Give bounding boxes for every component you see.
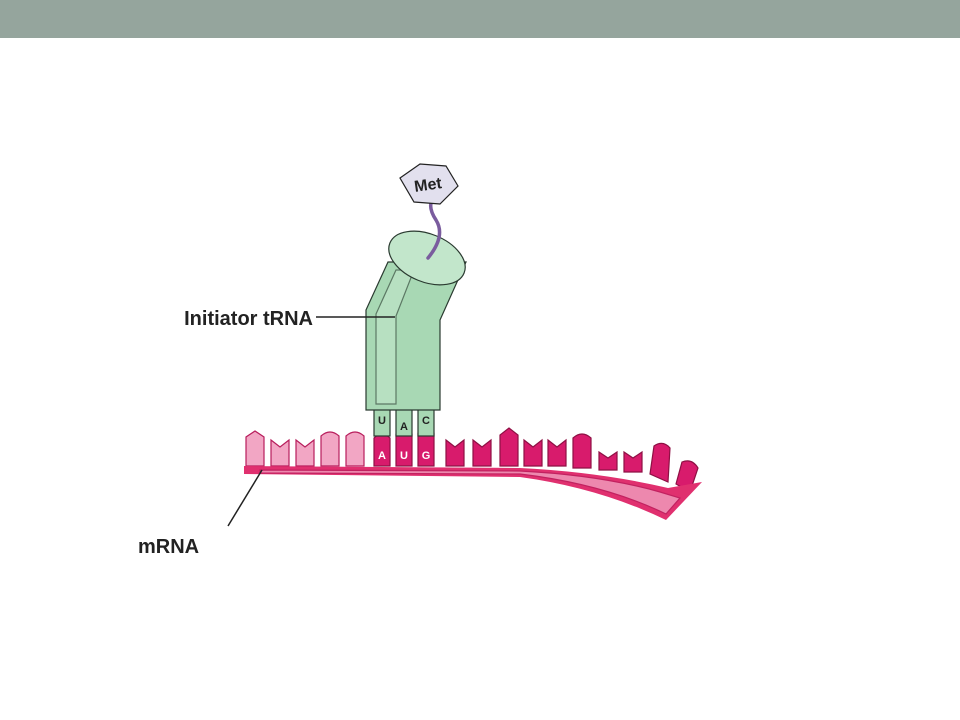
mrna-base <box>472 438 492 467</box>
mrna-base <box>499 427 519 467</box>
met-label: Met <box>413 175 443 196</box>
mrna-downstream-bases <box>445 427 699 493</box>
trna-label: Initiator tRNA <box>184 308 313 330</box>
amino-acid-linker <box>426 198 442 260</box>
mrna-base <box>245 430 265 467</box>
mrna-label: mRNA <box>138 536 199 558</box>
mrna-base <box>345 431 365 467</box>
mrna-base <box>295 438 315 467</box>
mrna-upstream-bases <box>245 430 365 467</box>
anticodon-letter: C <box>422 415 430 427</box>
mrna-base <box>270 438 290 467</box>
mrna-base <box>598 450 618 471</box>
codon-letter: U <box>400 450 408 462</box>
anticodon-letter: U <box>378 415 386 427</box>
mrna-base <box>320 431 340 467</box>
mrna-backbone-highlight <box>259 469 682 515</box>
codon-letter: G <box>422 450 431 462</box>
mrna-base <box>572 433 592 469</box>
mrna-base <box>649 442 671 483</box>
mrna-base <box>623 450 643 473</box>
slide-header-bar <box>0 0 960 38</box>
mrna-base <box>523 438 543 467</box>
mrna-leader-line <box>227 469 263 527</box>
mrna-base <box>445 438 465 467</box>
trna-anticodon-stem <box>373 403 435 437</box>
met-hexagon <box>399 163 459 205</box>
codon-letter: A <box>378 450 386 462</box>
mrna-base <box>547 438 567 467</box>
anticodon-letter: A <box>400 421 408 433</box>
